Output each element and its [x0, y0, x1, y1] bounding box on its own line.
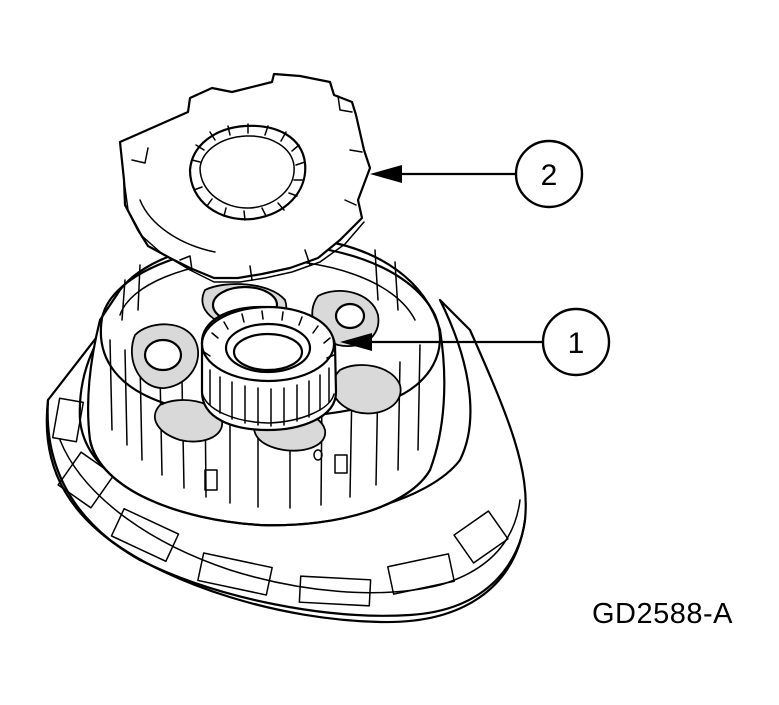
clutch-plate: [118, 72, 372, 283]
sun-gear-hub: [200, 305, 338, 432]
callout-number-1: 1: [568, 327, 585, 360]
figure-id-label: GD2588-A: [592, 598, 734, 630]
callout-circle-1: [541, 307, 611, 377]
callout-circle-2: [514, 139, 584, 209]
drum-base: [45, 298, 527, 624]
base-slots: [51, 397, 509, 607]
arrowhead-2: [370, 165, 402, 183]
callout-2: 2: [370, 139, 584, 209]
arrowhead-1: [340, 333, 372, 351]
callout-1: 1: [340, 307, 611, 377]
callout-number-2: 2: [541, 159, 558, 192]
